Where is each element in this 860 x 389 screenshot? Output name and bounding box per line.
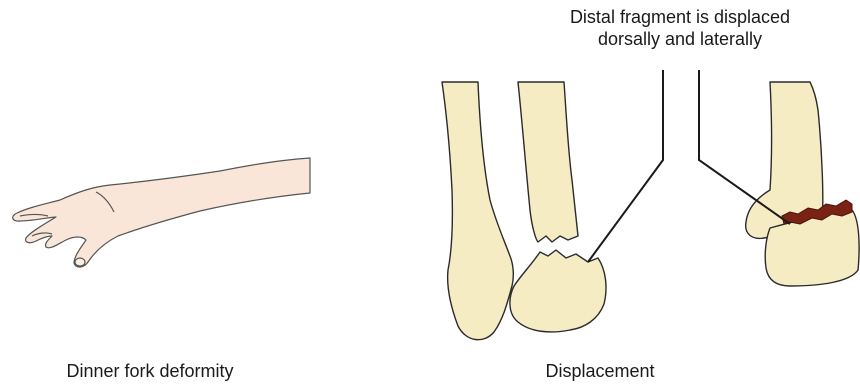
annotation-line-2: dorsally and laterally [505,28,855,50]
fragment-body [510,250,606,332]
distal-fragment [510,250,606,332]
caption-dinner-fork: Dinner fork deformity [0,361,300,382]
annotation-label: Distal fragment is displaced dorsally an… [505,6,855,50]
leader-line-left [588,70,663,262]
radius-bone [442,82,513,340]
forearm [13,158,310,267]
lateral-bone [746,82,859,286]
radius-shaft [442,82,513,340]
ulna-shaft [518,82,578,242]
thumb-nail [75,258,85,266]
arm-illustration [13,158,310,267]
caption-displacement: Displacement [450,361,750,382]
annotation-line-1: Distal fragment is displaced [505,6,855,28]
ulna-bone [518,82,578,242]
